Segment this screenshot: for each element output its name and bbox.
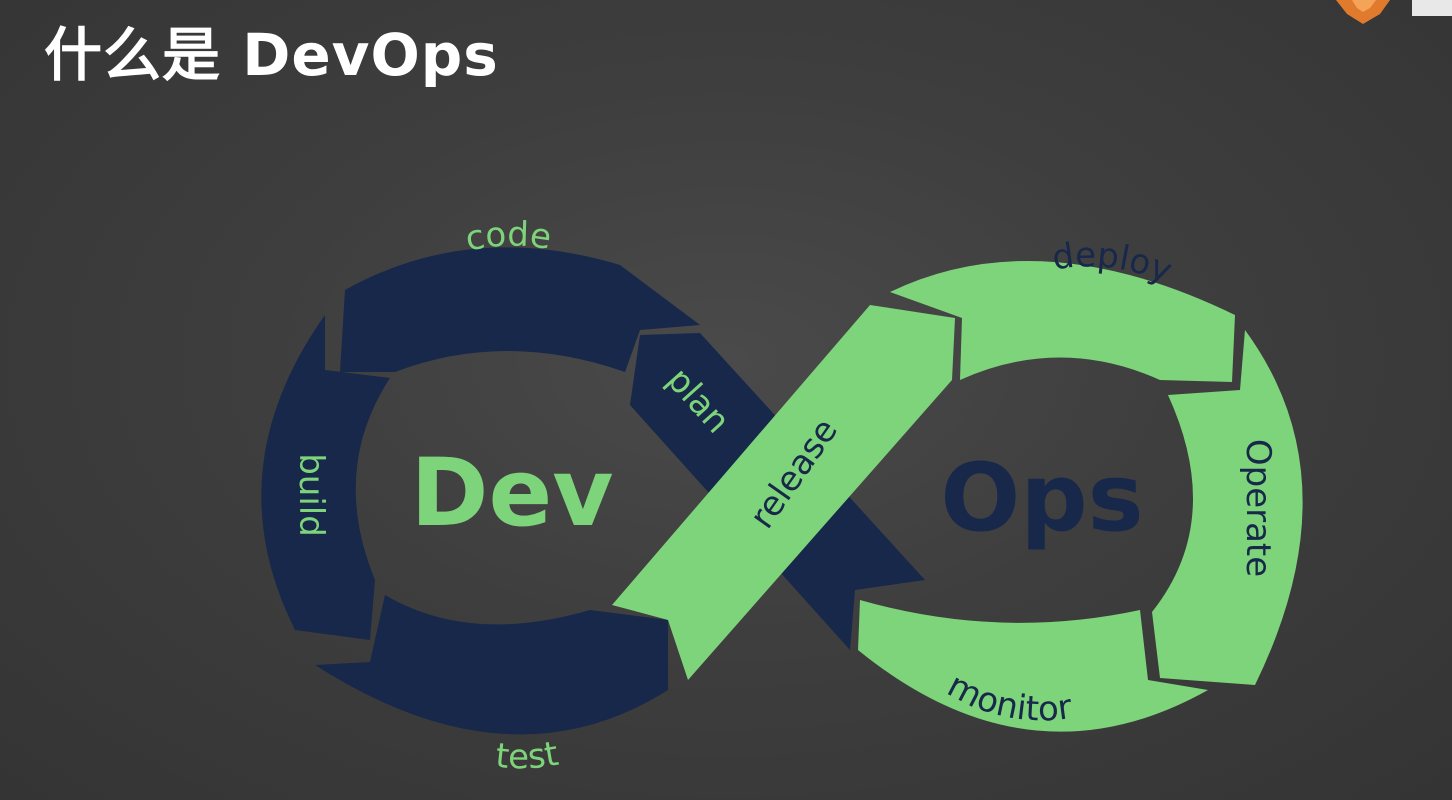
stage-label-test: test — [494, 734, 562, 778]
dev-segment-build — [261, 315, 390, 640]
dev-center-label: Dev — [410, 439, 613, 548]
ops-center-label: Ops — [940, 444, 1143, 553]
ops-segment-deploy — [890, 260, 1235, 382]
brand-logo-icon — [1332, 0, 1452, 30]
ops-segment-operate — [1152, 330, 1303, 685]
dev-segment-test — [315, 595, 668, 735]
stage-label-code: code — [462, 214, 554, 259]
dev-segment-code — [340, 247, 700, 372]
stage-label-operate: Operate — [1238, 439, 1278, 577]
ops-loop — [612, 260, 1303, 732]
page-title: 什么是 DevOps — [44, 21, 499, 89]
ops-segment-monitor — [858, 600, 1208, 732]
stage-label-build: build — [291, 453, 331, 537]
ops-segment-release — [612, 305, 955, 680]
